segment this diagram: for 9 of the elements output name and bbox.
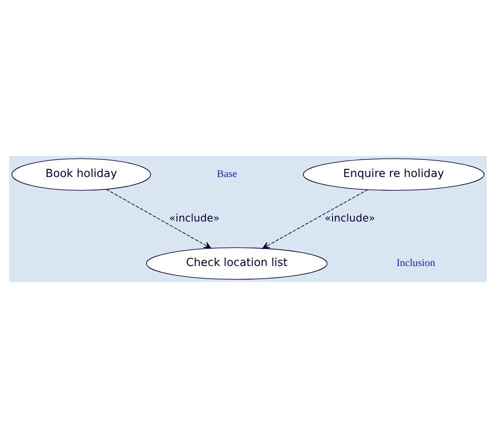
node-ellipse: Enquire re holiday — [302, 158, 484, 191]
node-ellipse: Check location list — [146, 247, 328, 280]
edge-label: «include» — [324, 212, 376, 224]
arrow — [262, 189, 368, 249]
node-ellipse: Book holiday — [12, 158, 151, 191]
edge-label: «include» — [169, 212, 220, 224]
label: Inclusion — [396, 258, 436, 269]
label: Base — [216, 168, 238, 180]
arrow — [106, 188, 212, 249]
